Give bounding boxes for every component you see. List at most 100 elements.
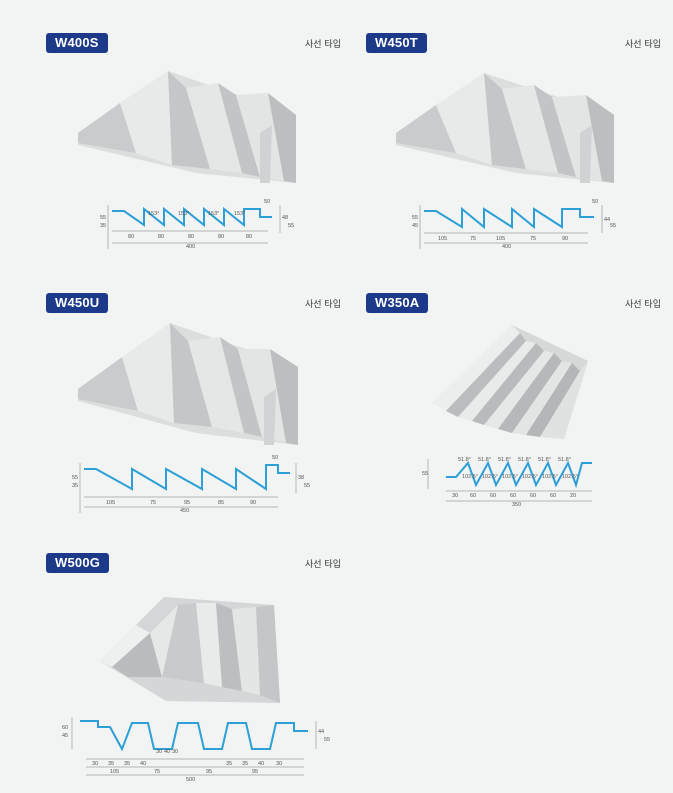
left-dim: 45 <box>412 223 418 229</box>
inner-segment-dim: 95 <box>252 769 258 775</box>
left-dim: 55 <box>412 215 418 221</box>
panel-illustration <box>396 73 614 183</box>
segment-dim: 30 <box>156 749 162 755</box>
segment-dim: 20 <box>570 493 576 499</box>
left-dim: 35 <box>100 223 106 229</box>
right-dim: 44 <box>604 217 610 223</box>
product-card-w500g: W500G 사선 타입 30 35 35 40 30 40 30 35 35 4… <box>46 553 341 788</box>
right-dim: 48 <box>282 215 288 221</box>
angle-label: 51.8° <box>458 457 471 463</box>
segment-dim: 60 <box>550 493 556 499</box>
angle-label: 102.5° <box>542 474 558 480</box>
segment-dim: 60 <box>470 493 476 499</box>
segment-dim: 30 <box>276 761 282 767</box>
panel-illustration <box>432 325 588 439</box>
segment-dim: 60 <box>510 493 516 499</box>
profile-dimension-drawing: 105 75 95 85 90 450 55 35 38 55 50 <box>72 455 310 514</box>
segment-dim: 30 <box>452 493 458 499</box>
angle-label: 102.5° <box>462 474 478 480</box>
left-dim: 55 <box>100 215 106 221</box>
segment-dim: 80 <box>218 234 224 240</box>
product-code-badge: W400S <box>46 33 108 53</box>
segment-dim: 35 <box>108 761 114 767</box>
profile-dimension-drawing: 30 60 60 60 60 60 20 350 55 51.8° 51.8° … <box>422 457 592 508</box>
angle-label: 153° <box>148 211 159 217</box>
angle-label: 51.8° <box>518 457 531 463</box>
inner-segment-dim: 105 <box>110 769 119 775</box>
type-label: 사선 타입 <box>305 300 341 310</box>
top-dim: 50 <box>272 455 278 461</box>
segment-dim: 75 <box>150 500 156 506</box>
type-label: 사선 타입 <box>305 40 341 50</box>
segment-dim: 85 <box>218 500 224 506</box>
left-dim: 55 <box>422 471 428 477</box>
left-dim: 55 <box>72 475 78 481</box>
left-dim: 35 <box>72 483 78 489</box>
angle-label: 51.8° <box>498 457 511 463</box>
panel-illustration <box>78 71 296 183</box>
total-dim: 400 <box>186 244 195 250</box>
product-card-w450u: W450U 사선 타입 105 75 95 85 90 450 55 35 38… <box>46 293 341 523</box>
right-dim: 38 <box>298 475 304 481</box>
angle-label: 102.5° <box>562 474 578 480</box>
segment-dim: 30 <box>92 761 98 767</box>
segment-dim: 105 <box>496 236 505 242</box>
angle-label: 102.5° <box>482 474 498 480</box>
product-card-w400s: W400S 사선 타입 80 80 80 80 80 400 55 35 48 … <box>46 33 341 263</box>
segment-dim: 35 <box>242 761 248 767</box>
profile-dimension-drawing: 80 80 80 80 80 400 55 35 48 55 50 153° 1… <box>100 199 294 250</box>
left-dim: 45 <box>62 733 68 739</box>
segment-dim: 40 <box>140 761 146 767</box>
segment-dim: 60 <box>490 493 496 499</box>
angle-label: 153° <box>234 211 245 217</box>
segment-dim: 95 <box>184 500 190 506</box>
total-dim: 450 <box>180 508 189 514</box>
segment-dim: 80 <box>128 234 134 240</box>
total-dim: 500 <box>186 777 195 783</box>
angle-label: 153° <box>208 211 219 217</box>
right-dim: 55 <box>324 737 330 743</box>
right-dim: 55 <box>288 223 294 229</box>
segment-dim: 75 <box>530 236 536 242</box>
product-code-badge: W500G <box>46 553 110 573</box>
angle-label: 51.8° <box>558 457 571 463</box>
right-dim: 55 <box>610 223 616 229</box>
segment-dim: 35 <box>226 761 232 767</box>
type-label: 사선 타입 <box>625 40 661 50</box>
panel-illustration <box>78 323 298 445</box>
inner-segment-dim: 75 <box>154 769 160 775</box>
segment-dim: 80 <box>158 234 164 240</box>
segment-dim: 80 <box>246 234 252 240</box>
inner-segment-dim: 95 <box>206 769 212 775</box>
top-dim: 50 <box>264 199 270 205</box>
type-label: 사선 타입 <box>625 300 661 310</box>
angle-label: 51.8° <box>478 457 491 463</box>
segment-dim: 40 <box>164 749 170 755</box>
type-label: 사선 타입 <box>305 560 341 570</box>
profile-dimension-drawing: 105 75 105 75 90 400 55 45 44 55 50 <box>412 199 616 250</box>
product-card-w350a: W350A 사선 타입 30 60 60 60 60 60 20 350 55 … <box>366 293 661 523</box>
segment-dim: 35 <box>124 761 130 767</box>
angle-label: 153° <box>178 211 189 217</box>
angle-label: 102.5° <box>502 474 518 480</box>
angle-label: 51.8° <box>538 457 551 463</box>
product-card-w450t: W450T 사선 타입 105 75 105 75 90 400 55 45 4… <box>366 33 661 263</box>
angle-label: 102.5° <box>522 474 538 480</box>
segment-dim: 75 <box>470 236 476 242</box>
product-code-badge: W350A <box>366 293 429 313</box>
profile-dimension-drawing: 30 35 35 40 30 40 30 35 35 40 30 105 75 … <box>62 717 330 783</box>
segment-dim: 90 <box>562 236 568 242</box>
right-dim: 55 <box>304 483 310 489</box>
panel-illustration <box>100 597 280 703</box>
total-dim: 350 <box>512 502 521 508</box>
product-code-badge: W450U <box>46 293 109 313</box>
segment-dim: 30 <box>172 749 178 755</box>
right-dim: 44 <box>318 729 324 735</box>
segment-dim: 105 <box>106 500 115 506</box>
segment-dim: 80 <box>188 234 194 240</box>
segment-dim: 105 <box>438 236 447 242</box>
left-dim: 60 <box>62 725 68 731</box>
segment-dim: 40 <box>258 761 264 767</box>
segment-dim: 90 <box>250 500 256 506</box>
total-dim: 400 <box>502 244 511 250</box>
